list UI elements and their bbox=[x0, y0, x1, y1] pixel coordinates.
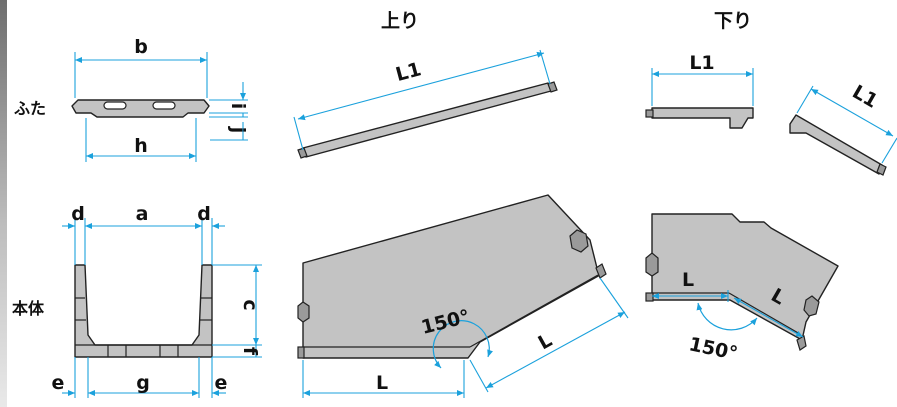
angle-down: 150° bbox=[687, 333, 740, 365]
dim-l-up-bottom: L bbox=[376, 372, 388, 394]
dim-j: j bbox=[227, 126, 249, 134]
dim-l-down-left: L bbox=[682, 269, 694, 291]
dim-d-left: d bbox=[71, 203, 85, 225]
lid-slot-left bbox=[103, 101, 127, 110]
lid-label: ふた bbox=[14, 99, 46, 118]
dim-e-right: e bbox=[215, 372, 228, 394]
dim-i: i bbox=[227, 103, 249, 110]
dim-h: h bbox=[134, 135, 148, 157]
left-edge-strip bbox=[0, 0, 7, 407]
dim-l1-up: L1 bbox=[393, 58, 423, 86]
dim-b: b bbox=[134, 36, 148, 58]
body-cross-section bbox=[74, 264, 213, 358]
lid-slot-right bbox=[152, 101, 176, 110]
title-uphill: 上り bbox=[381, 10, 419, 32]
lid-section: ふた b h i j bbox=[14, 36, 249, 162]
downhill-lid-angled: L1 bbox=[789, 81, 897, 176]
dim-d-right: d bbox=[197, 203, 211, 225]
uphill-body: L L 150° bbox=[297, 194, 629, 398]
dim-l-up-diag: L bbox=[534, 329, 555, 354]
dim-f: f bbox=[239, 347, 261, 356]
dim-l1-down: L1 bbox=[689, 52, 714, 74]
dim-a: a bbox=[136, 203, 149, 225]
downhill-lid: L1 bbox=[645, 52, 754, 129]
downhill-body: L L 150° bbox=[645, 213, 839, 365]
body-section: 本体 d a d c f bbox=[12, 203, 262, 398]
title-downhill: 下り bbox=[714, 10, 752, 32]
dim-e-left: e bbox=[52, 372, 65, 394]
body-label: 本体 bbox=[12, 299, 45, 318]
dim-l1-down-angled: L1 bbox=[849, 81, 882, 113]
uphill-lid: L1 bbox=[293, 49, 558, 159]
lid-cross-section bbox=[71, 99, 210, 118]
dim-c: c bbox=[239, 299, 261, 310]
dim-g: g bbox=[136, 372, 150, 394]
